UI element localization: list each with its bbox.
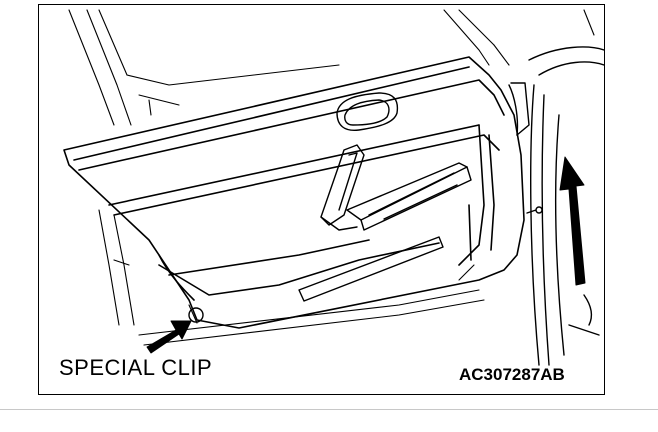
door-trim-panel <box>63 56 525 329</box>
separator-line <box>0 409 658 410</box>
removal-direction-arrow <box>559 156 586 286</box>
arrow-to-special-clip <box>146 320 192 354</box>
door-edge <box>508 46 604 366</box>
figure-frame: SPECIAL CLIP AC307287AB <box>38 4 605 395</box>
figure-id: AC307287AB <box>459 365 565 384</box>
special-clip-label: SPECIAL CLIP <box>59 355 213 380</box>
inner-handle <box>336 92 399 132</box>
armrest-grip <box>320 144 365 231</box>
door-trim-removal-diagram <box>63 9 604 366</box>
door-frame-lines <box>68 9 595 346</box>
armrest-pocket <box>298 162 472 302</box>
